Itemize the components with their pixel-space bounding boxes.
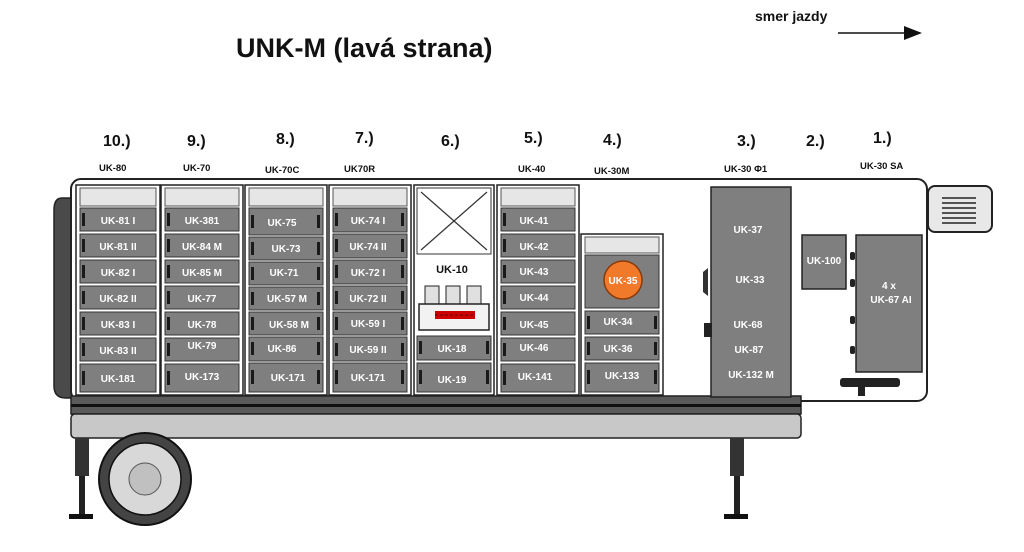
section3-label: UK-68	[734, 320, 763, 331]
drawer-label: UK-44	[520, 293, 549, 304]
drawer-handles	[82, 213, 404, 385]
section-code-3: UK-30 Φ1	[724, 164, 768, 175]
drawer-label: UK-81 II	[99, 242, 136, 253]
direction-arrow	[838, 26, 922, 40]
section-codes: UK-80 UK-70 UK-70C UK70R UK-40 UK-30M UK…	[99, 161, 903, 177]
drawer-label: UK-19	[438, 375, 467, 386]
drawer-label: UK-73	[272, 244, 301, 255]
section-code-5: UK-40	[518, 164, 545, 175]
section-number-3: 3.)	[737, 133, 756, 150]
column-10: UK-81 I UK-81 II UK-82 I UK-82 II UK-83 …	[75, 184, 161, 396]
column-8: UK-75 UK-73 UK-71 UK-57 M UK-58 M UK-86 …	[244, 184, 328, 396]
uk-100-label: UK-100	[807, 256, 842, 267]
section-code-10: UK-80	[99, 163, 126, 174]
section-code-1: UK-30 SA	[860, 161, 903, 172]
drawer-label: UK-82 I	[101, 268, 136, 279]
section-number-5: 5.)	[524, 130, 543, 147]
drawer-label: UK-78	[188, 320, 217, 331]
section-6: UK-10 UK-18 UK-19	[413, 184, 495, 396]
section-number-9: 9.)	[187, 133, 206, 150]
drawer-label: UK-86	[268, 344, 297, 355]
section-code-9: UK-70	[183, 163, 210, 174]
drawer-label: UK-59 I	[351, 319, 386, 330]
drawer-label: UK-72 II	[349, 294, 386, 305]
drawer-label: UK-171	[351, 373, 386, 384]
section-5: UK-41 UK-42 UK-43 UK-44 UK-45 UK-46 UK-1…	[496, 184, 580, 396]
section-3: UK-37 UK-33 UK-68 UK-87 UK-132 M	[703, 186, 792, 398]
drawer-label: UK-83 I	[101, 320, 136, 331]
wheel	[98, 432, 192, 526]
section-code-4: UK-30M	[594, 166, 629, 177]
drawer-label: UK-59 II	[349, 345, 386, 356]
section-number-6: 6.)	[441, 133, 460, 150]
circle-label: UK-35	[609, 276, 638, 287]
drawer-label: UK-36	[604, 344, 633, 355]
drawer-columns: UK-81 I UK-81 II UK-82 I UK-82 II UK-83 …	[75, 184, 412, 396]
section-2: UK-100	[801, 234, 847, 290]
section-number-10: 10.)	[103, 133, 131, 150]
uk-10-label: UK-10	[436, 264, 468, 276]
drawer-label: UK-75	[268, 218, 297, 229]
drawer-label: UK-79	[188, 341, 217, 352]
column-9: UK-381 UK-84 M UK-85 M UK-77 UK-78 UK-79…	[160, 184, 244, 396]
drawer-label: UK-133	[605, 371, 640, 382]
drawer-label: UK-173	[185, 372, 220, 383]
column-7: UK-74 I UK-74 II UK-72 I UK-72 II UK-59 …	[328, 184, 412, 396]
section-number-2: 2.)	[806, 133, 825, 150]
uk-10-device	[418, 285, 490, 331]
section3-label: UK-132 M	[728, 370, 774, 381]
drawer-label: UK-84 M	[182, 242, 222, 253]
section-number-7: 7.)	[355, 130, 374, 147]
drawer-label: UK-57 M	[267, 294, 307, 305]
section-4: UK-35 UK-34 UK-36 UK-133	[580, 233, 664, 396]
section-number-8: 8.)	[276, 131, 295, 148]
drawer-label: UK-45	[520, 320, 549, 331]
drawer-label: UK-34	[604, 317, 633, 328]
drawer-label: UK-181	[101, 374, 136, 385]
drawer-label: UK-74 II	[349, 242, 386, 253]
drawer-label: UK-81 I	[101, 216, 136, 227]
section-code-8: UK-70C	[265, 165, 299, 176]
section3-label: UK-37	[734, 225, 763, 236]
drawer-label: UK-46	[520, 343, 549, 354]
section-numbers: 10.) 9.) 8.) 7.) 6.) 5.) 4.) 3.) 2.) 1.)	[103, 130, 892, 150]
drawer-label: UK-85 M	[182, 268, 222, 279]
drawer-label: UK-42	[520, 242, 549, 253]
drawer-label: UK-18	[438, 344, 467, 355]
front-vent	[927, 185, 993, 233]
drawer-label: UK-77	[188, 294, 217, 305]
drawer-label: UK-74 I	[351, 216, 386, 227]
drawer-label: UK-71	[270, 268, 299, 279]
direction-label: smer jazdy	[755, 8, 828, 24]
drawer-label: UK-82 II	[99, 294, 136, 305]
section-number-4: 4.)	[603, 132, 622, 149]
diagram-title: UNK-M (lavá strana)	[236, 33, 493, 63]
drawer-label: UK-171	[271, 373, 306, 384]
drawer-label: UK-72 I	[351, 268, 386, 279]
section1-label-line2: UK-67 AI	[870, 295, 912, 306]
drawer-label: UK-83 II	[99, 346, 136, 357]
section3-label: UK-33	[736, 275, 765, 286]
drawer-label: UK-141	[518, 372, 553, 383]
section1-label-line1: 4 x	[882, 281, 896, 292]
drawer-label: UK-58 M	[269, 320, 309, 331]
section-code-7: UK70R	[344, 164, 375, 175]
drawer-label: UK-381	[185, 216, 220, 227]
support-leg-rear	[69, 438, 93, 519]
section3-label: UK-87	[735, 345, 764, 356]
uk-35-circle	[603, 260, 643, 300]
drawer-label: UK-43	[520, 267, 549, 278]
support-leg-front	[724, 438, 748, 519]
section-number-1: 1.)	[873, 130, 892, 147]
section-1: 4 x UK-67 AI	[850, 234, 923, 373]
drawer-label: UK-41	[520, 216, 549, 227]
